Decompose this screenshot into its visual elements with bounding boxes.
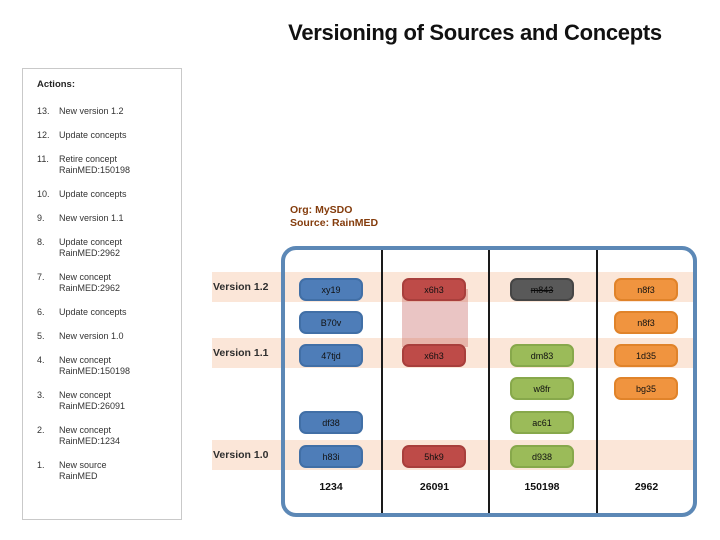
retired-concept-box: m843 [510, 278, 574, 301]
concept-box: w8fr [510, 377, 574, 400]
action-text: New version 1.0 [59, 331, 124, 341]
action-number: 7. [37, 272, 45, 282]
column-divider [381, 246, 383, 517]
action-item-5: 5. New version 1.0 [37, 331, 173, 342]
action-number: 11. [37, 154, 49, 164]
action-item-6: 6. Update concepts [37, 307, 173, 318]
concept-box: n8f3 [614, 278, 678, 301]
concept-box: n8f3 [614, 311, 678, 334]
concept-box: bg35 [614, 377, 678, 400]
action-number: 2. [37, 425, 45, 435]
action-number: 1. [37, 460, 45, 470]
action-number: 9. [37, 213, 45, 223]
version-label-1-1: Version 1.1 [213, 347, 269, 359]
source-label: Source: RainMED [290, 217, 379, 229]
action-item-9: 9. New version 1.1 [37, 213, 173, 224]
action-number: 10. [37, 189, 50, 199]
concept-box: B70v [299, 311, 363, 334]
action-number: 13. [37, 106, 50, 116]
concept-box: ac61 [510, 411, 574, 434]
action-item-13: 13. New version 1.2 [37, 106, 173, 117]
column-label-150198: 150198 [524, 481, 560, 493]
concept-box: h83i [299, 445, 363, 468]
version-label-1-2: Version 1.2 [213, 281, 269, 293]
column-label-2962: 2962 [634, 481, 659, 493]
action-text: New version 1.2 [59, 106, 124, 116]
column-label-26091: 26091 [419, 481, 450, 493]
action-number: 6. [37, 307, 45, 317]
actions-header: Actions: [37, 79, 75, 90]
column-divider [596, 246, 598, 517]
action-item-10: 10. Update concepts [37, 189, 173, 200]
concept-box: df38 [299, 411, 363, 434]
concept-box: dm83 [510, 344, 574, 367]
action-number: 5. [37, 331, 45, 341]
version-label-1-0: Version 1.0 [213, 449, 269, 461]
concept-box: xy19 [299, 278, 363, 301]
concept-box: d938 [510, 445, 574, 468]
column-divider [488, 246, 490, 517]
action-number: 3. [37, 390, 45, 400]
actions-panel: Actions: 13. New version 1.2 12. Update … [22, 68, 182, 520]
concept-box: x6h3 [402, 344, 466, 367]
action-number: 8. [37, 237, 45, 247]
concept-box: 1d35 [614, 344, 678, 367]
action-text: New version 1.1 [59, 213, 124, 223]
concept-box: 47tjd [299, 344, 363, 367]
page-title: Versioning of Sources and Concepts [288, 20, 662, 45]
action-number: 4. [37, 355, 45, 365]
org-label: Org: MySDO [290, 204, 353, 216]
action-item-12: 12. Update concepts [37, 130, 173, 141]
org-source-header: Org: MySDO Source: RainMED [290, 204, 378, 230]
action-text: Update concepts [59, 130, 127, 140]
action-number: 12. [37, 130, 50, 140]
action-text: Update concepts [59, 189, 127, 199]
concept-box: x6h3 [402, 278, 466, 301]
action-text: Update concepts [59, 307, 127, 317]
column-label-1234: 1234 [319, 481, 343, 493]
concept-box: 5hk9 [402, 445, 466, 468]
